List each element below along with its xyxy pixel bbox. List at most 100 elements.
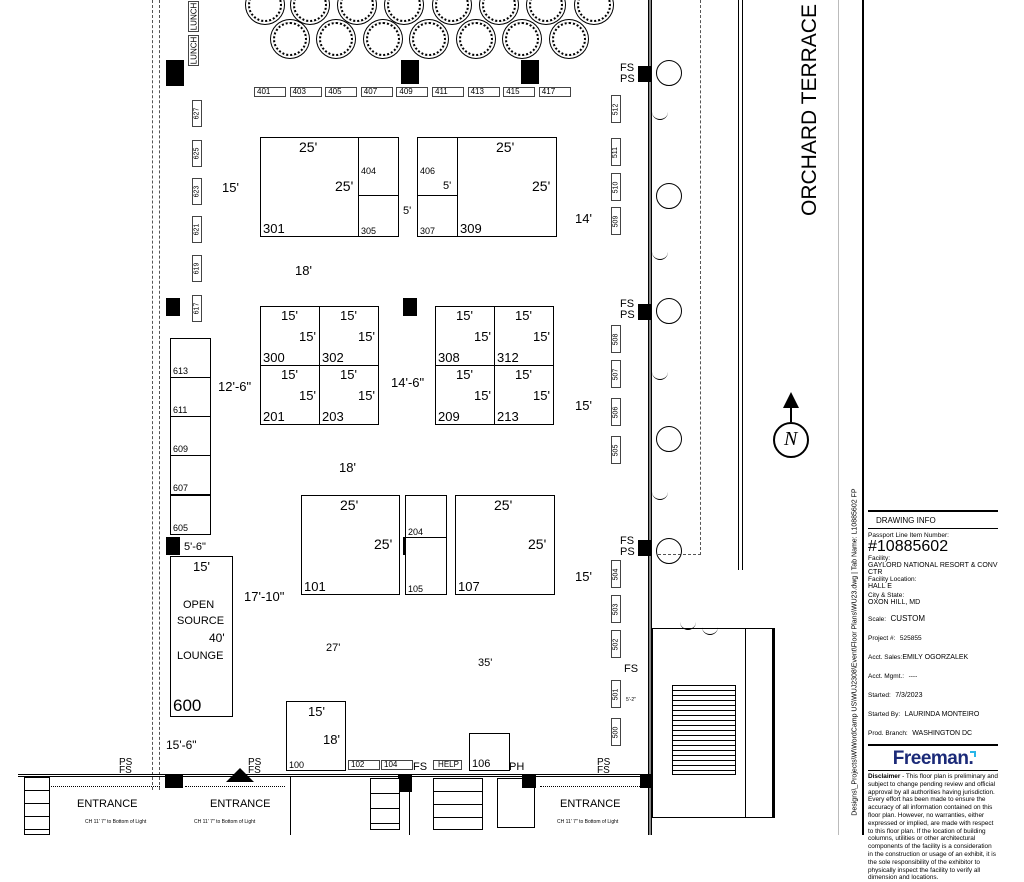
booth-505[interactable]: 505 (611, 436, 621, 464)
booth-number[interactable]: 209 (438, 409, 460, 424)
help-desk[interactable]: HELP (433, 760, 462, 770)
entrance-label[interactable]: ENTRANCE (77, 798, 138, 810)
booth-number[interactable]: 605 (173, 523, 189, 533)
booth-309[interactable]: 25' 25' 309 (457, 137, 557, 237)
booth-411[interactable]: 411 (432, 87, 464, 97)
booth-width[interactable]: 15' (340, 308, 357, 323)
entrance-label[interactable]: ENTRANCE (210, 798, 271, 810)
booth-depth: 25' (374, 536, 393, 552)
booth-406[interactable]: 406 (417, 137, 458, 196)
booth-510[interactable]: 510 (611, 173, 621, 201)
booth-507[interactable]: 507 (611, 360, 621, 388)
booth-623[interactable]: 623 (192, 178, 202, 205)
booth-number[interactable]: 201 (263, 409, 285, 424)
booth-621[interactable]: 621 (192, 216, 202, 243)
power-station-marker: PS (620, 309, 635, 321)
booth-401[interactable]: 401 (254, 87, 286, 97)
booth-506[interactable]: 506 (611, 398, 621, 426)
booth-305[interactable]: 305 (358, 195, 399, 237)
booth-413[interactable]: 413 (467, 87, 500, 97)
stair-wall (745, 628, 775, 818)
booth-width: 25' (494, 497, 513, 513)
booth-300[interactable]: 15'15' 300 (260, 306, 320, 366)
booth-607[interactable]: 607 (170, 455, 211, 495)
entrance-label[interactable]: ENTRANCE (560, 798, 621, 810)
booth-102[interactable]: 102 (348, 760, 380, 770)
booth-107[interactable]: 25' 25' 107 (455, 495, 555, 595)
booth-302[interactable]: 15'15' 302 (319, 306, 379, 366)
booth-312[interactable]: 15'15' 312 (494, 306, 554, 366)
booth-203[interactable]: 15'15' 203 (319, 365, 379, 425)
booth-405[interactable]: 405 (325, 87, 358, 97)
round-table (248, 0, 282, 22)
booth-213[interactable]: 15'15' 213 (494, 365, 554, 425)
booth-308[interactable]: 15'15' 308 (435, 306, 495, 366)
booth-number[interactable]: 213 (497, 409, 519, 424)
booth-307[interactable]: 307 (417, 195, 458, 237)
booth-width[interactable]: 15' (281, 308, 298, 323)
booth-depth[interactable]: 15' (533, 329, 550, 344)
booth-204[interactable]: 204 (405, 495, 447, 538)
booth-number: 511 (612, 146, 620, 158)
booth-409[interactable]: 409 (396, 87, 429, 97)
booth-number: 508 (612, 333, 620, 345)
booth-depth[interactable]: 15' (474, 329, 491, 344)
booth-627[interactable]: 627 (192, 100, 202, 127)
booth-301[interactable]: 25' 25' 301 (260, 137, 359, 237)
booth-613[interactable]: 613 (170, 338, 211, 378)
booth-104[interactable]: 104 (381, 760, 413, 770)
booth-502[interactable]: 502 (611, 630, 621, 658)
entrance-doors (40, 777, 160, 787)
booth-depth[interactable]: 15' (533, 388, 550, 403)
booth-depth[interactable]: 15' (358, 329, 375, 344)
booth-511[interactable]: 511 (611, 138, 621, 166)
booth-500[interactable]: 500 (611, 718, 621, 746)
booth-number[interactable]: 609 (173, 444, 189, 454)
booth-number[interactable]: 613 (173, 366, 189, 376)
booth-width[interactable]: 15' (515, 367, 532, 382)
booth-619[interactable]: 619 (192, 255, 202, 282)
booth-number[interactable]: 203 (322, 409, 344, 424)
booth-503[interactable]: 503 (611, 595, 621, 623)
booth-617[interactable]: 617 (192, 295, 202, 322)
booth-417[interactable]: 417 (538, 87, 571, 97)
booth-404[interactable]: 404 (358, 137, 399, 196)
booth-width[interactable]: 15' (456, 308, 473, 323)
booth-number[interactable]: 308 (438, 350, 460, 365)
booth-508[interactable]: 508 (611, 325, 621, 353)
booth-609[interactable]: 609 (170, 416, 211, 456)
booth-number[interactable]: 302 (322, 350, 344, 365)
booth-407[interactable]: 407 (360, 87, 393, 97)
booth-width[interactable]: 15' (340, 367, 357, 382)
round-table (412, 22, 446, 56)
booth-depth[interactable]: 15' (358, 388, 375, 403)
booth-512[interactable]: 512 (611, 95, 621, 123)
booth-width[interactable]: 15' (515, 308, 532, 323)
booth-number[interactable]: 312 (497, 350, 519, 365)
booth-209[interactable]: 15'15' 209 (435, 365, 495, 425)
booth-403[interactable]: 403 (289, 87, 322, 97)
drawing-info-panel: DRAWING INFO Passport Line Item Number: … (868, 510, 998, 882)
booth-depth[interactable]: 15' (474, 388, 491, 403)
booth-600-open-source-lounge[interactable]: 15' OPEN SOURCE 40' LOUNGE 600 (170, 556, 233, 717)
booth-number: 406 (420, 166, 436, 176)
booth-number[interactable]: 300 (263, 350, 285, 365)
booth-101[interactable]: 25' 25' 101 (301, 495, 400, 595)
booth-605[interactable]: 605 (170, 495, 211, 535)
booth-611[interactable]: 611 (170, 377, 211, 417)
booth-105[interactable]: 105 (405, 537, 447, 595)
booth-625[interactable]: 625 (192, 140, 202, 167)
booth-106[interactable]: 106 (469, 733, 510, 771)
booth-number[interactable]: 611 (173, 405, 188, 415)
booth-509[interactable]: 509 (611, 207, 621, 235)
booth-501[interactable]: 501 (611, 680, 621, 708)
booth-number[interactable]: 607 (173, 483, 189, 493)
booth-415[interactable]: 415 (503, 87, 536, 97)
booth-width[interactable]: 15' (281, 367, 298, 382)
booth-201[interactable]: 15'15' 201 (260, 365, 320, 425)
booth-100[interactable]: 15' 18' 100 (286, 701, 346, 771)
booth-depth[interactable]: 15' (299, 329, 316, 344)
booth-depth[interactable]: 15' (299, 388, 316, 403)
booth-width[interactable]: 15' (456, 367, 473, 382)
booth-504[interactable]: 504 (611, 560, 621, 588)
